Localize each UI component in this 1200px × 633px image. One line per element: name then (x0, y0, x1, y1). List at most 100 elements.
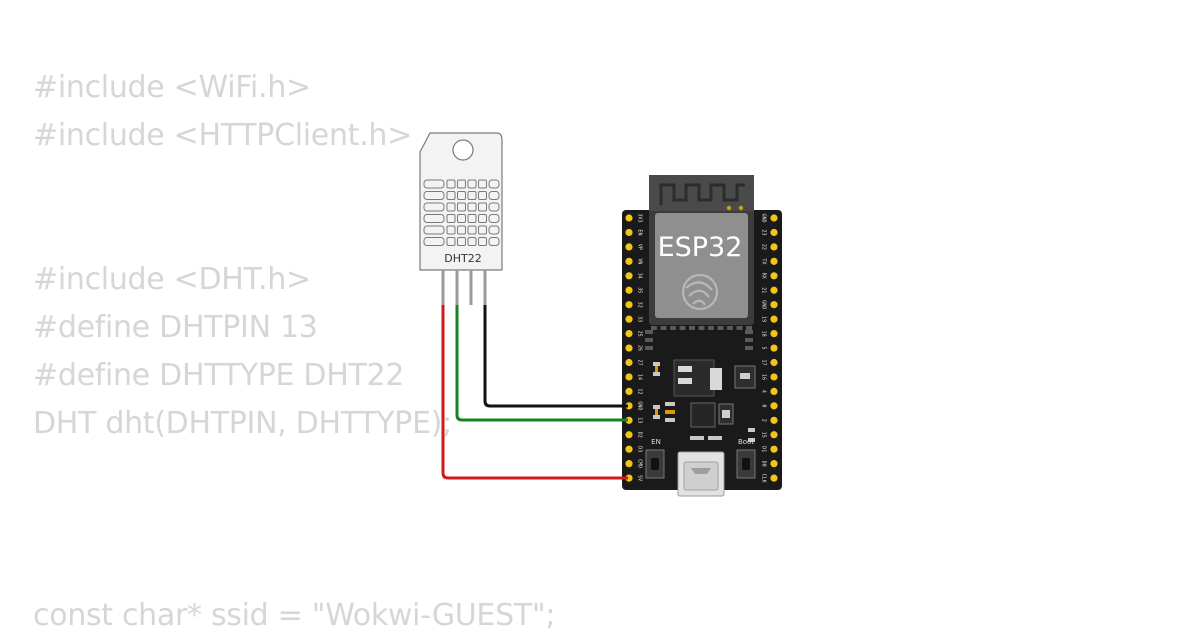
grille-slot (478, 202, 487, 212)
grille-slot (423, 225, 445, 235)
grille-slot (446, 237, 456, 246)
header-pin[interactable] (770, 243, 778, 251)
grille-slot (488, 191, 500, 200)
pin-label: 2 (761, 419, 767, 422)
pin-label: D0 (761, 461, 767, 467)
pin-label: 4 (761, 390, 767, 393)
header-pin[interactable] (625, 373, 633, 381)
header-pin[interactable] (770, 460, 778, 468)
pin-label: 5V (637, 475, 643, 481)
header-pin[interactable] (770, 402, 778, 410)
header-pin[interactable] (770, 373, 778, 381)
code-line: #include <DHT.h> (33, 262, 311, 297)
castellation (745, 330, 753, 334)
boot-button-label: Boot (738, 438, 754, 446)
wire-data (455, 305, 628, 422)
header-pin[interactable] (625, 431, 633, 439)
header-pin[interactable] (625, 330, 633, 338)
header-pin[interactable] (625, 474, 633, 482)
header-pin[interactable] (770, 330, 778, 338)
espressif-logo-icon (681, 273, 719, 311)
grille-slot (467, 225, 477, 235)
header-pin[interactable] (625, 301, 633, 309)
en-button-label: EN (651, 438, 661, 446)
grille-slot (478, 179, 487, 189)
header-pin[interactable] (770, 228, 778, 237)
pin-label: TX (761, 258, 767, 264)
pin-label: 13 (637, 417, 643, 423)
header-pin[interactable] (770, 344, 778, 352)
header-pin[interactable] (625, 272, 633, 280)
pin-label: 3V3 (637, 213, 643, 222)
grille-slot (423, 179, 445, 189)
header-pin[interactable] (770, 315, 778, 323)
castellation (670, 326, 676, 330)
header-pin[interactable] (625, 460, 633, 468)
pin-label: 21 (761, 287, 767, 293)
header-pin[interactable] (770, 474, 778, 482)
pin-label: CMD (637, 459, 643, 468)
pin-label: D2 (637, 432, 643, 438)
header-pin[interactable] (770, 431, 778, 439)
header-pin[interactable] (625, 387, 633, 395)
pin-label: 5 (761, 347, 767, 350)
header-pin[interactable] (770, 445, 778, 453)
pin-label: 18 (761, 331, 767, 337)
header-pin[interactable] (770, 272, 778, 280)
antenna-trace (659, 183, 745, 205)
header-pin[interactable] (770, 358, 778, 367)
grille-slot (457, 237, 466, 246)
pin-label: VP (637, 244, 643, 250)
dht22-pins (441, 270, 487, 305)
header-pin[interactable] (625, 445, 633, 453)
grille-slot (423, 237, 445, 246)
en-button[interactable] (645, 449, 665, 479)
pin-label: GND (761, 300, 767, 309)
wires (441, 305, 628, 480)
grille-slot (446, 202, 456, 212)
grille-slot (467, 191, 477, 200)
code-line: #include <WiFi.h> (33, 70, 311, 105)
grille-slot (446, 214, 456, 223)
grille-slot (488, 202, 500, 212)
castellation (689, 326, 695, 330)
header-pin[interactable] (625, 402, 633, 410)
pin-label: 25 (637, 331, 643, 337)
pin-label: 14 (637, 374, 643, 380)
pin-label: GND (761, 213, 767, 222)
header-pin[interactable] (625, 286, 633, 294)
header-pin[interactable] (770, 286, 778, 294)
header-pin[interactable] (625, 243, 633, 251)
esp32-board[interactable]: ESP32 (622, 175, 782, 497)
header-pin[interactable] (625, 257, 633, 265)
grille-slot (457, 202, 466, 212)
header-pin[interactable] (770, 214, 778, 222)
grille-slot (478, 191, 487, 200)
module-castellations (645, 326, 753, 350)
pin-label: 23 (761, 229, 767, 235)
header-pin[interactable] (770, 416, 778, 424)
grille-slot (467, 237, 477, 246)
pin-label: D1 (761, 446, 767, 452)
castellation (645, 330, 653, 334)
header-pin[interactable] (625, 344, 633, 352)
wire-vcc (441, 305, 628, 480)
boot-button[interactable] (736, 449, 756, 479)
grille-slot (488, 214, 500, 223)
header-pin[interactable] (770, 301, 778, 309)
header-pin[interactable] (625, 214, 633, 222)
dht22-sensor[interactable]: DHT22 (419, 132, 503, 305)
header-pin[interactable] (625, 358, 633, 367)
micro-usb-port[interactable] (677, 451, 725, 497)
header-pin[interactable] (770, 257, 778, 265)
header-pin[interactable] (625, 315, 633, 323)
castellation (645, 346, 653, 350)
castellation (645, 338, 653, 342)
pin-label: 35 (637, 287, 643, 293)
grille-slot (423, 202, 445, 212)
grille-slot (457, 214, 466, 223)
header-pin[interactable] (770, 387, 778, 395)
header-pin[interactable] (625, 228, 633, 237)
pin-label: RX (761, 273, 767, 279)
